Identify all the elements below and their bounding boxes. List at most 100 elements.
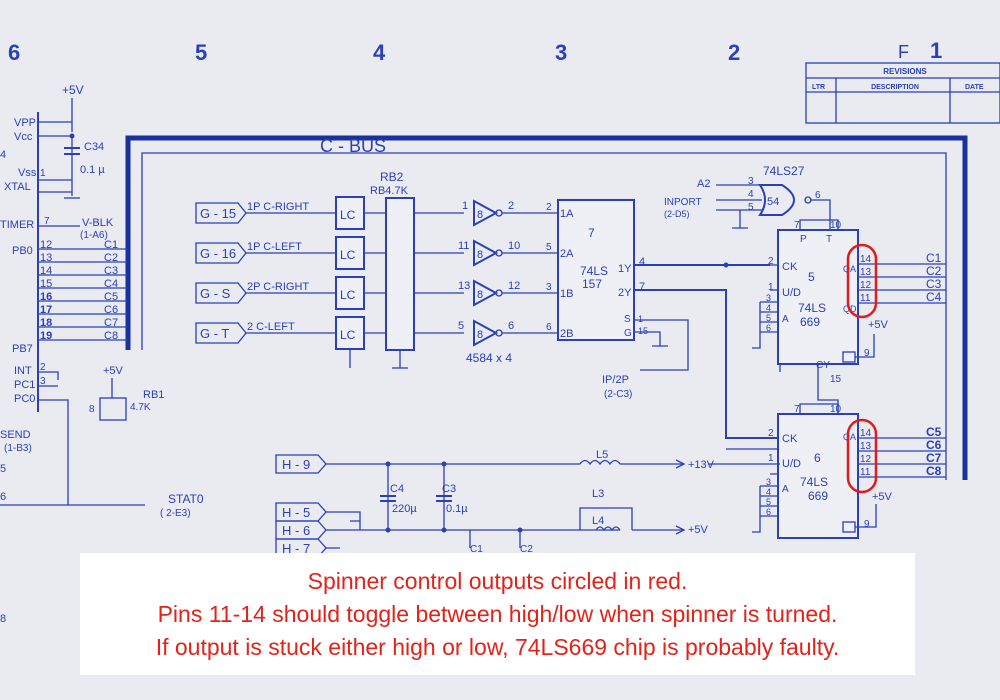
zone-markers: 6 5 4 3 2 F 1: [8, 38, 942, 65]
counter6-out-c7: C7: [926, 451, 942, 465]
power-conn-label-4: H - 7: [282, 541, 310, 556]
counter-6-ud: U/D: [782, 458, 801, 470]
mux-part1: 74LS: [580, 264, 608, 278]
pb-pin-19: 19: [40, 330, 52, 342]
counter-5-ck-pin: 2: [768, 256, 774, 267]
counter-5-74ls669: 5 74LS 669 CK 2 U/D 1 P T 7 10 A QA QD C…: [726, 219, 946, 414]
counter5-q-pin-3: 11: [860, 293, 871, 304]
counter-5-p: P: [800, 234, 807, 245]
pc1-pin-3: 3: [40, 376, 46, 387]
rb1-value: 4.7K: [130, 402, 151, 413]
xtal-label: XTAL: [4, 181, 31, 193]
mux-body: [557, 199, 635, 341]
inverter-out-pin-4: 6: [508, 320, 514, 332]
counter-5-ud-pin: 1: [768, 282, 774, 293]
nand-pin-4: 4: [748, 189, 754, 200]
highlight-counter-5: [846, 243, 878, 319]
timer-pin-7: 7: [44, 216, 50, 227]
int-label: INT: [14, 365, 32, 377]
counter5-abcd-pin-1: 4: [766, 303, 771, 313]
mcu-block: +5V VPP Vcc C34 0.1 µ 4 Vss XTAL 1 TIMER…: [0, 83, 204, 625]
counter-5-qa: QA: [843, 264, 856, 274]
counter5-abcd-pin-3: 6: [766, 323, 771, 333]
revisions-description: DESCRIPTION: [871, 84, 919, 91]
lc-label-3: LC: [340, 288, 356, 302]
send-ref: (1-B3): [4, 443, 32, 454]
counter-6-qa: QA: [843, 432, 856, 442]
nand-num: 54: [767, 196, 779, 208]
counter-6-ld-pin: 9: [864, 519, 870, 530]
ip2p-ref: (2-C3): [604, 389, 632, 400]
counter-5-body: [777, 229, 859, 365]
pb-pin-13: 13: [40, 252, 52, 264]
pb-label-c2: C2: [104, 252, 118, 264]
connector-label-4: G - T: [200, 326, 229, 341]
rb1-vcc: +5V: [103, 365, 124, 377]
stat0-ref: ( 2-E3): [160, 508, 191, 519]
c2-label: C2: [520, 544, 533, 555]
mux-g: G: [624, 328, 632, 339]
note-line-3: If output is stuck either high or low, 7…: [155, 634, 840, 660]
pb-label-c8: C8: [104, 330, 118, 342]
counter-6-body: [777, 413, 859, 539]
timer-label: TIMER: [0, 219, 34, 231]
connector-label-2: G - 16: [200, 246, 236, 261]
pc0-label: PC0: [14, 393, 35, 405]
mux-in-pin-1: 2: [546, 202, 552, 213]
int-pin-2: 2: [40, 362, 46, 373]
rb2-body: [385, 197, 415, 351]
counter-6-t-pin: 10: [830, 404, 842, 415]
rb2-label: RB2: [380, 170, 404, 184]
pc1-label: PC1: [14, 379, 35, 391]
c4-label: C4: [390, 483, 404, 495]
mux-in-2: 2A: [560, 248, 574, 260]
nand-a2: A2: [697, 178, 710, 190]
rb1-resistor: [99, 397, 127, 421]
revisions-block: REVISIONS LTR DESCRIPTION DATE: [805, 62, 1000, 124]
zone-6: 6: [8, 40, 20, 65]
pb-label-c4: C4: [104, 278, 118, 290]
nand-out-pin: 6: [815, 190, 821, 201]
mux-in-4: 2B: [560, 328, 573, 340]
rb2-network: RB2 RB4.7K: [370, 170, 415, 369]
mux-sel-pin: 1: [638, 314, 643, 324]
power-conn-label-3: H - 6: [282, 523, 310, 538]
v5-label: +5V: [688, 524, 709, 536]
pb-label-c7: C7: [104, 317, 118, 329]
counter6-q-pin-3: 11: [860, 467, 871, 478]
input-channel-4: G - T 2 C-LEFT LC: [195, 316, 464, 350]
counter-5-t-pin: 10: [830, 220, 842, 231]
inverter-out-pin-3: 12: [508, 280, 520, 292]
l5-label: L5: [596, 449, 608, 461]
mux-in-pin-4: 6: [546, 322, 552, 333]
c4-value: 220µ: [392, 503, 417, 515]
nand-part: 74LS27: [763, 164, 805, 178]
counter6-abcd-pin-1: 4: [766, 487, 771, 497]
power-connector-2: [275, 502, 327, 522]
counter-5-ud: U/D: [782, 287, 801, 299]
inverter-type-1: 8: [477, 209, 483, 221]
nand-74ls27: 74LS27 54 A2 INPORT (2-D5) 3 4 5 6: [664, 164, 831, 230]
signal-label-3: 2P C-RIGHT: [247, 281, 309, 293]
power-connector-1: [275, 454, 327, 474]
lc-label-4: LC: [340, 328, 356, 342]
rb1-pin: 8: [89, 404, 95, 415]
pb0-label: PB0: [12, 245, 33, 257]
inverter-type-2: 8: [477, 249, 483, 261]
connector-4: [195, 322, 247, 344]
inverter-out-pin-1: 2: [508, 200, 514, 212]
power-conn-label-2: H - 5: [282, 505, 310, 520]
c-bus: C - BUS: [125, 135, 968, 480]
counter-5-vcc: +5V: [868, 319, 889, 331]
counter5-out-c4: C4: [926, 290, 942, 304]
counter5-out-c3: C3: [926, 277, 942, 291]
mux-in-1: 1A: [560, 208, 574, 220]
lc-label-1: LC: [340, 208, 356, 222]
signal-label-4: 2 C-LEFT: [247, 321, 295, 333]
signal-label-2: 1P C-LEFT: [247, 241, 302, 253]
rb1-label: RB1: [143, 389, 164, 401]
